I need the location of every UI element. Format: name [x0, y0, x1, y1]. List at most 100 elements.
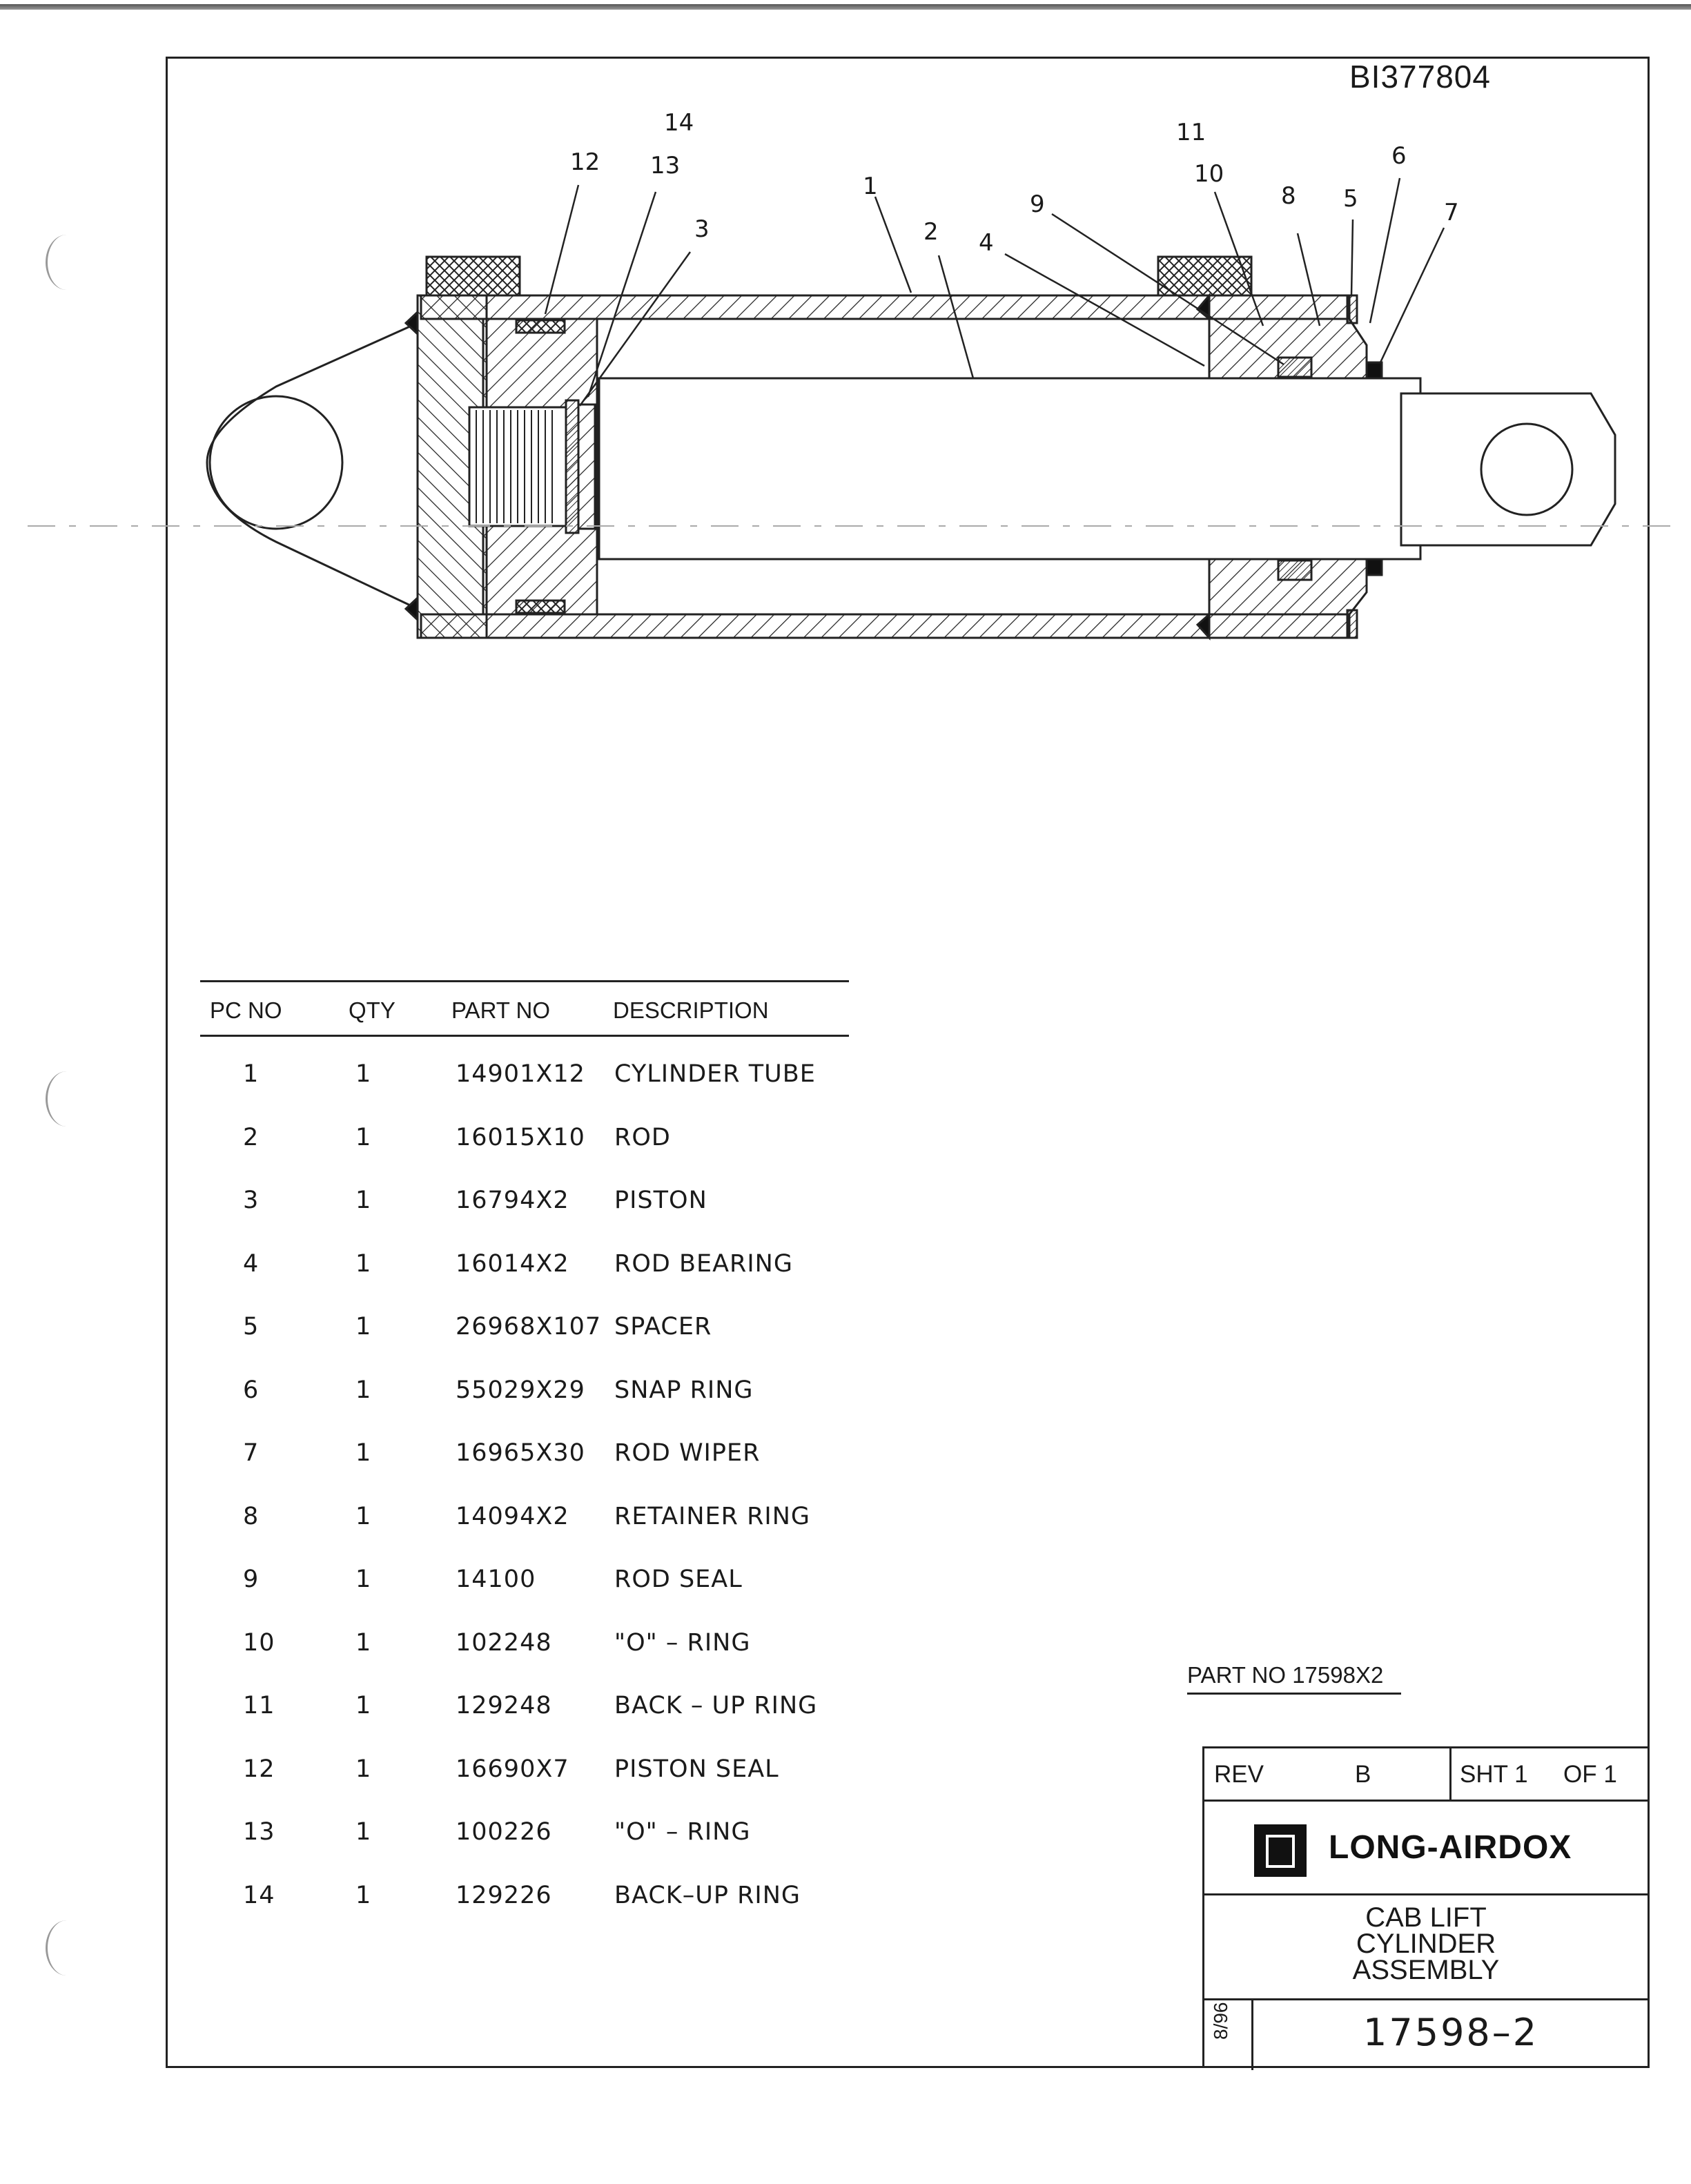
pc-no-cell: 4: [243, 1249, 260, 1278]
qty-cell: 1: [355, 1187, 372, 1214]
callout-2: 2: [923, 218, 939, 246]
pc-no-cell: 13: [243, 1818, 275, 1846]
part-no-cell: 129226: [456, 1881, 552, 1909]
title-line-1: CAB LIFT: [1365, 1902, 1487, 1933]
qty-cell: 1: [355, 1376, 372, 1404]
callout-12: 12: [570, 148, 600, 176]
sheet-total: OF 1: [1563, 1761, 1617, 1788]
part-no-cell: 14094X2: [456, 1502, 569, 1530]
company-row: LONG-AIRDOX: [1204, 1800, 1648, 1895]
part-no-cell: 55029X29: [456, 1376, 585, 1404]
qty-cell: 1: [355, 1692, 372, 1719]
pc-no-cell: 7: [243, 1439, 260, 1467]
table-row: 3 1 16794X2 PISTON: [200, 1163, 849, 1227]
table-row: 12 1 16690X7 PISTON SEAL: [200, 1732, 849, 1795]
pc-no-cell: 1: [243, 1060, 260, 1088]
part-no-cell: 14100: [456, 1566, 536, 1593]
pc-no-cell: 8: [243, 1502, 260, 1530]
divider: [1449, 1748, 1451, 1800]
qty-cell: 1: [355, 1818, 372, 1846]
table-row: 4 1 16014X2 ROD BEARING: [200, 1227, 849, 1290]
qty-cell: 1: [355, 1249, 372, 1278]
qty-cell: 1: [355, 1502, 372, 1530]
part-no-cell: 14901X12: [456, 1060, 585, 1088]
company-logo-icon: [1254, 1824, 1307, 1877]
title-line-3: ASSEMBLY: [1352, 1955, 1500, 1985]
description-cell: PISTON SEAL: [614, 1755, 779, 1783]
drawing-number: 17598–2: [1363, 2011, 1539, 2054]
qty-cell: 1: [355, 1628, 372, 1657]
rev-value: B: [1355, 1761, 1371, 1788]
revision-row: REV B SHT 1 OF 1: [1204, 1748, 1648, 1802]
cylinder-cross-section: [28, 177, 1684, 641]
binder-hole: [46, 235, 88, 290]
header-pc-no: PC NO: [210, 997, 282, 1023]
description-cell: SNAP RING: [614, 1376, 754, 1404]
pc-no-cell: 10: [243, 1628, 275, 1657]
callout-8: 8: [1281, 182, 1296, 210]
header-qty: QTY: [349, 997, 395, 1023]
description-cell: ROD BEARING: [614, 1249, 793, 1278]
pc-no-cell: 9: [243, 1566, 260, 1593]
callout-9: 9: [1030, 191, 1045, 218]
header-description: DESCRIPTION: [613, 997, 769, 1023]
callout-10: 10: [1194, 160, 1224, 188]
table-row: 10 1 102248 "O" – RING: [200, 1606, 849, 1669]
qty-cell: 1: [355, 1123, 372, 1151]
title-line-2: CYLINDER: [1356, 1929, 1496, 1959]
description-cell: RETAINER RING: [614, 1502, 811, 1530]
callout-13: 13: [650, 152, 681, 179]
binder-hole: [46, 1920, 88, 1976]
pc-no-cell: 11: [243, 1692, 275, 1719]
qty-cell: 1: [355, 1755, 372, 1783]
table-row: 14 1 129226 BACK–UP RING: [200, 1858, 849, 1922]
pc-no-cell: 12: [243, 1755, 275, 1783]
pc-no-cell: 5: [243, 1313, 260, 1340]
description-cell: ROD SEAL: [614, 1566, 743, 1593]
pc-no-cell: 3: [243, 1187, 260, 1214]
callout-6: 6: [1391, 142, 1407, 170]
pc-no-cell: 14: [243, 1881, 275, 1909]
description-cell: BACK–UP RING: [614, 1881, 801, 1909]
description-cell: "O" – RING: [614, 1818, 751, 1846]
scan-top-edge: [0, 4, 1691, 10]
part-no-cell: 102248: [456, 1628, 552, 1657]
drawing-title: CAB LIFT CYLINDER ASSEMBLY: [1204, 1893, 1648, 2000]
company-name: LONG-AIRDOX: [1329, 1829, 1572, 1866]
qty-cell: 1: [355, 1060, 372, 1088]
description-cell: "O" – RING: [614, 1628, 751, 1657]
callout-7: 7: [1444, 199, 1459, 226]
description-cell: SPACER: [614, 1313, 712, 1340]
callout-11: 11: [1176, 119, 1206, 146]
description-cell: ROD: [614, 1123, 671, 1151]
table-header: PC NO QTY PART NO DESCRIPTION: [200, 980, 849, 1037]
header-part-no: PART NO: [451, 997, 551, 1023]
drawing-number-row: 8/96 17598–2: [1204, 1998, 1648, 2070]
description-cell: PISTON: [614, 1187, 707, 1214]
part-no-cell: 26968X107: [456, 1313, 602, 1340]
qty-cell: 1: [355, 1439, 372, 1467]
part-no-cell: 16014X2: [456, 1249, 569, 1278]
binder-hole: [46, 1071, 88, 1127]
callout-5: 5: [1343, 185, 1358, 213]
part-no-cell: 16794X2: [456, 1187, 569, 1214]
document-id: BI377804: [1349, 59, 1491, 95]
qty-cell: 1: [355, 1881, 372, 1909]
part-no-cell: 16690X7: [456, 1755, 569, 1783]
qty-cell: 1: [355, 1566, 372, 1593]
title-block: REV B SHT 1 OF 1 LONG-AIRDOX CAB LIFT CY…: [1202, 1746, 1650, 2070]
description-cell: CYLINDER TUBE: [614, 1060, 816, 1088]
table-row: 8 1 14094X2 RETAINER RING: [200, 1479, 849, 1543]
table-row: 9 1 14100 ROD SEAL: [200, 1542, 849, 1606]
table-row: 1 1 14901X12 CYLINDER TUBE: [200, 1037, 849, 1100]
part-no-cell: 16965X30: [456, 1439, 585, 1467]
callout-3: 3: [694, 215, 710, 243]
pc-no-cell: 2: [243, 1123, 260, 1151]
callout-14: 14: [664, 109, 694, 137]
